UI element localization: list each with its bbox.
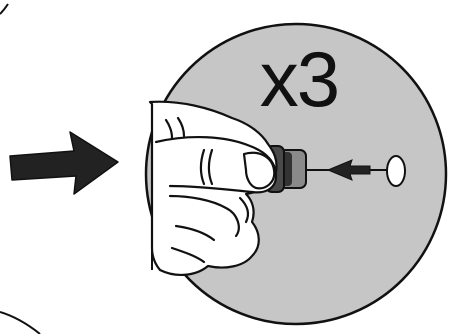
repeat-count-label: x3 xyxy=(259,35,340,123)
hand-icon xyxy=(148,100,278,276)
target-hole-icon xyxy=(386,155,406,187)
thick-right-arrow-icon xyxy=(9,131,119,195)
top-left-edge-curve xyxy=(0,3,9,15)
device-edge-curve xyxy=(0,311,41,334)
small-left-arrow-icon xyxy=(326,159,371,181)
